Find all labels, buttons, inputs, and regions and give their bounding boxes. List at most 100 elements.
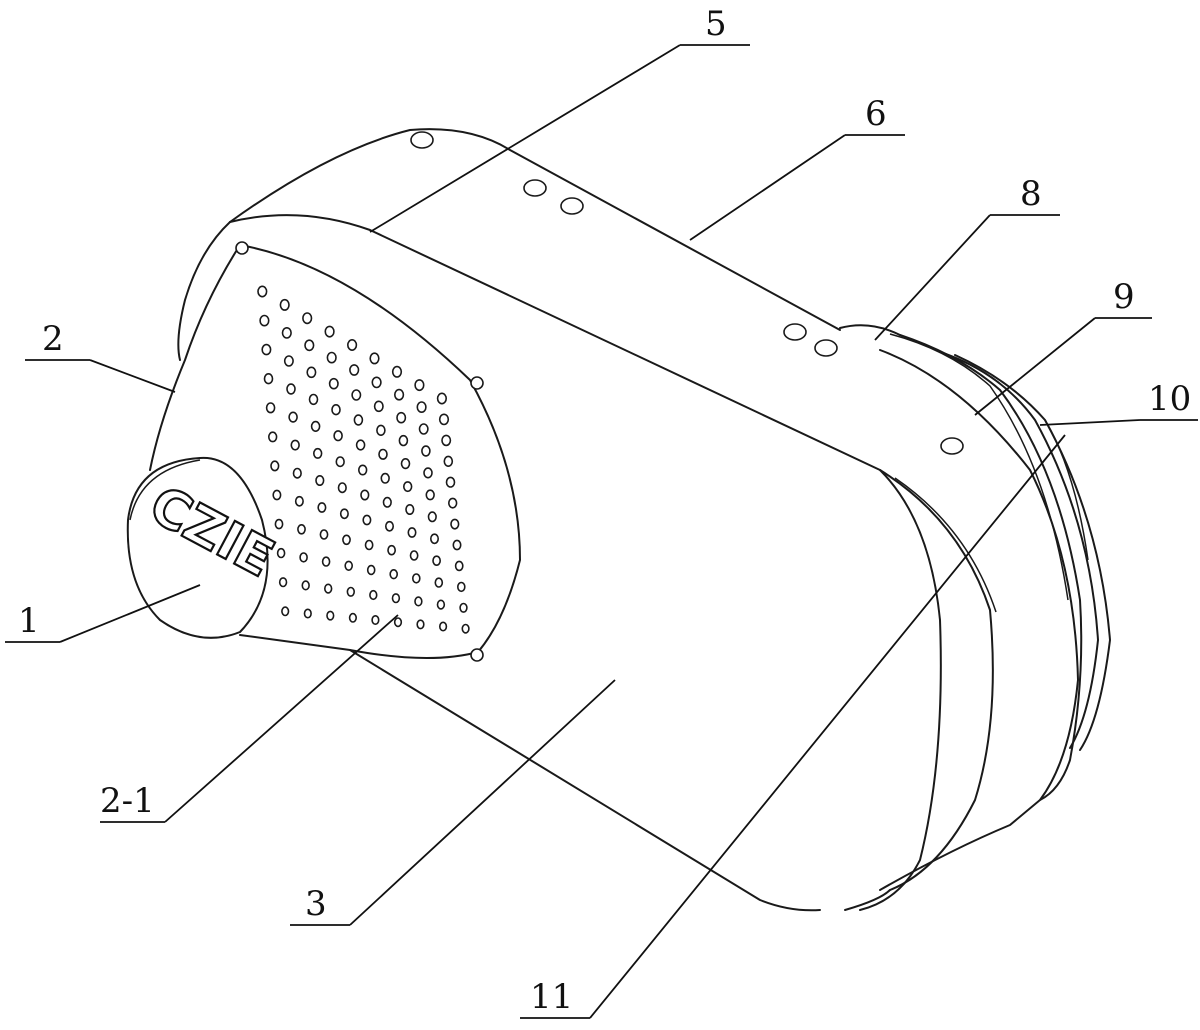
perforation-hole	[283, 355, 294, 367]
perforation-hole	[423, 467, 433, 479]
perforation-hole	[286, 383, 296, 395]
perforation-hole	[461, 623, 470, 634]
rear-cap-10	[939, 351, 1111, 751]
mounting-hole	[940, 437, 964, 455]
perforation-hole	[290, 439, 300, 451]
perforation-hole	[452, 539, 462, 551]
callout-labels: 5 6 8 9 10 2 1 2-1 3 11	[18, 4, 1191, 1017]
perforation-hole	[416, 401, 427, 413]
mounting-hole	[410, 131, 434, 149]
perforation-hole	[294, 495, 304, 507]
perforation-hole	[319, 529, 329, 540]
perforation-hole	[304, 339, 315, 352]
perforation-hole	[362, 514, 372, 526]
callout-2-1: 2-1	[100, 781, 155, 821]
perforation-hole	[355, 439, 366, 451]
perforated-cone-2	[149, 241, 521, 662]
perforation-hole	[443, 455, 454, 467]
cone-screws	[235, 241, 484, 662]
perforation-hole	[279, 298, 290, 311]
perforation-hole	[454, 560, 464, 572]
perforation-hole	[378, 448, 388, 460]
perforation-hole	[288, 411, 298, 423]
perforation-hole	[441, 434, 452, 447]
top-mounting-holes	[410, 131, 964, 455]
perforation-hole	[346, 586, 355, 597]
perforation-hole	[380, 472, 390, 484]
perforation-hole	[270, 460, 280, 472]
perforation-hole	[339, 508, 349, 520]
perforation-hole	[315, 474, 325, 486]
screw	[235, 241, 249, 255]
perforation-hole	[306, 366, 317, 379]
mounting-hole	[783, 323, 807, 341]
perforation-hole	[427, 511, 437, 523]
callout-9: 9	[1113, 277, 1135, 317]
perforation-hole	[369, 352, 380, 365]
perforation-hole	[268, 431, 278, 443]
perforation-hole	[400, 458, 411, 470]
perforation-hole	[418, 423, 429, 435]
perforation-hole	[328, 377, 339, 390]
perforation-hole	[360, 489, 370, 501]
perforation-hole	[376, 424, 386, 436]
perforation-hole	[456, 581, 466, 593]
perforation-hole	[405, 503, 415, 515]
perforation-hole	[299, 552, 308, 563]
perforation-hole	[313, 447, 323, 459]
logo-text: CZIE	[140, 475, 284, 589]
perforation-hole	[292, 467, 302, 479]
perforation-hole	[348, 612, 358, 623]
perforation-hole	[324, 583, 333, 594]
perforation-hole	[450, 518, 460, 530]
perforation-hole	[272, 489, 282, 501]
perforation-hole	[438, 413, 450, 426]
perforation-hole	[353, 414, 364, 426]
perforation-hole	[436, 599, 446, 610]
perforation-hole	[259, 314, 270, 327]
perforation-hole	[414, 596, 423, 607]
perforation-hole	[321, 556, 331, 567]
perforation-hole	[364, 539, 374, 551]
perforation-hole	[421, 445, 431, 457]
perforation-hole	[317, 502, 327, 513]
perforation-hole	[347, 338, 358, 351]
perforation-hole	[297, 523, 306, 535]
callout-5: 5	[705, 4, 727, 44]
perforation-hole	[366, 564, 376, 576]
perforation-hole	[326, 610, 335, 621]
perforation-hole	[333, 430, 343, 442]
perforation-hole	[371, 614, 380, 625]
screw	[470, 648, 484, 662]
callout-11: 11	[530, 977, 573, 1017]
perforation-hole	[391, 593, 401, 604]
callout-3: 3	[305, 884, 327, 924]
perforation-hole	[344, 560, 354, 571]
perforation-hole	[265, 402, 276, 414]
perforation-hole	[384, 520, 394, 532]
perforation-hole	[358, 464, 368, 476]
perforation-hole	[349, 364, 360, 376]
screw	[470, 376, 484, 390]
perforation-hole	[373, 400, 384, 413]
perforation-hole	[394, 388, 405, 401]
perforation-hole	[432, 555, 441, 567]
perforation-hole	[331, 404, 341, 416]
perforation-hole	[274, 518, 284, 530]
mounting-hole	[814, 339, 838, 357]
perforation-hole	[278, 577, 288, 588]
perforation-hole	[436, 392, 448, 405]
callout-6: 6	[865, 94, 887, 134]
perforation-hole	[263, 373, 274, 385]
perforation-hole	[326, 351, 337, 364]
perforation-hole	[416, 619, 425, 630]
perforation-hole	[387, 544, 396, 556]
perforation-hole	[391, 365, 403, 378]
perforation-hole	[281, 326, 292, 339]
perforation-hole	[301, 580, 310, 591]
perforation-hole	[335, 456, 345, 468]
callout-10: 10	[1148, 379, 1191, 419]
perforation-hole	[398, 434, 409, 447]
perforation-hole	[411, 573, 421, 584]
